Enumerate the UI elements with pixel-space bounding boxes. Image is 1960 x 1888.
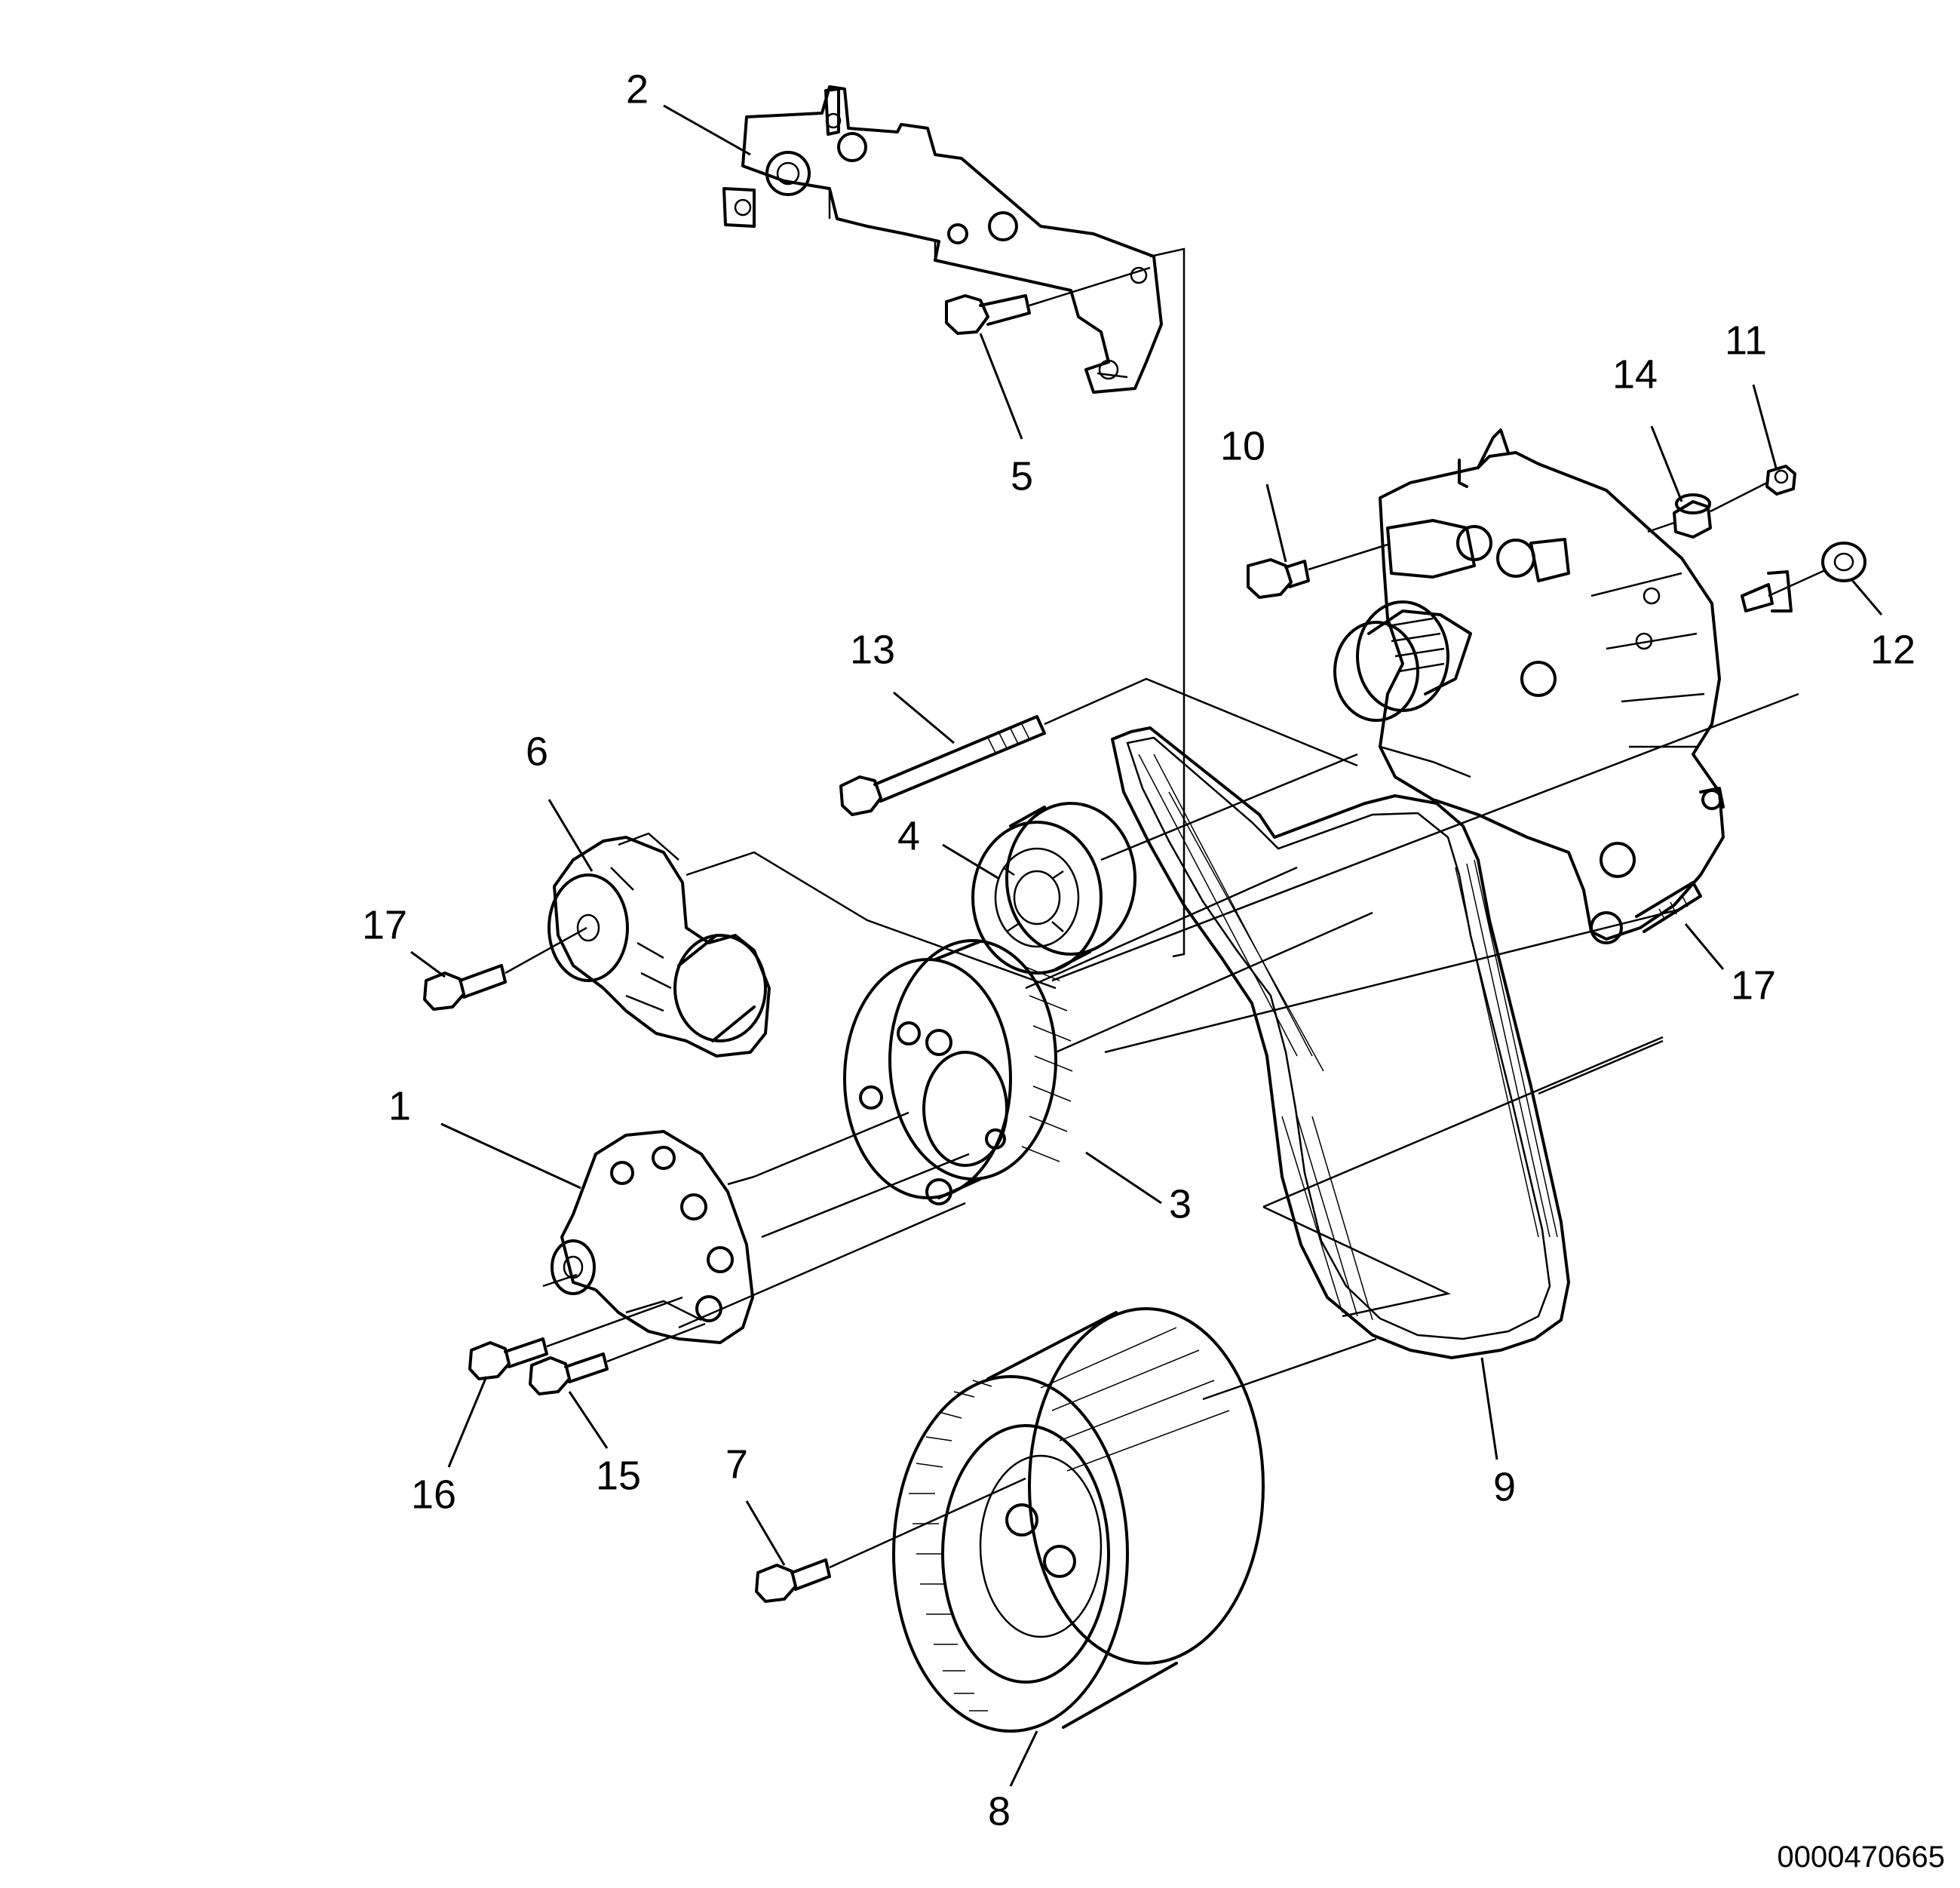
drawing-number: 0000470665	[1777, 1840, 1945, 1874]
bolt-16	[468, 1296, 683, 1380]
callout-15: 15	[596, 1453, 641, 1498]
bolt-17-left	[423, 926, 587, 1011]
spacer-14	[1647, 493, 1712, 539]
bolt-15	[529, 1322, 706, 1395]
callout-2: 2	[626, 66, 649, 112]
tensioner-6	[548, 832, 1057, 1058]
callout-1: 1	[388, 1083, 411, 1128]
callout-3: 3	[1169, 1181, 1192, 1226]
idler-pulley-4	[971, 753, 1358, 975]
callout-8: 8	[988, 1788, 1011, 1834]
callout-17-right: 17	[1731, 962, 1776, 1008]
callout-14: 14	[1612, 352, 1658, 397]
bolt-17-right	[1635, 881, 1702, 933]
hub-1	[542, 1111, 970, 1344]
pulley-3	[843, 866, 1373, 1205]
callout-17-left: 17	[362, 902, 407, 947]
bolt-7	[755, 1477, 1026, 1603]
nut-11	[1710, 465, 1796, 513]
callout-4: 4	[897, 813, 920, 858]
damper-pulley-8	[892, 1307, 1377, 1733]
callout-9: 9	[1493, 1464, 1516, 1509]
upper-bracket	[722, 85, 1163, 394]
callout-11: 11	[1725, 318, 1767, 363]
alternator-bracket-assembly	[1333, 428, 1793, 944]
callout-10: 10	[1220, 423, 1265, 468]
callout-labels: 2 5 10 11 12 13 14 6 4 17 17 1 3 9 16 15…	[362, 66, 1916, 1834]
callout-5: 5	[1011, 453, 1033, 499]
callout-16: 16	[411, 1472, 456, 1517]
washer-12	[1768, 542, 1866, 597]
leader-lines	[410, 104, 1883, 1787]
belt-9	[1111, 726, 1664, 1359]
bolt-13	[839, 677, 1358, 816]
callout-12: 12	[1870, 627, 1916, 672]
bolt-10	[1247, 543, 1388, 599]
callout-7: 7	[725, 1441, 748, 1487]
bolt-5	[945, 266, 1151, 335]
callout-13: 13	[850, 627, 895, 672]
callout-6: 6	[526, 729, 548, 774]
